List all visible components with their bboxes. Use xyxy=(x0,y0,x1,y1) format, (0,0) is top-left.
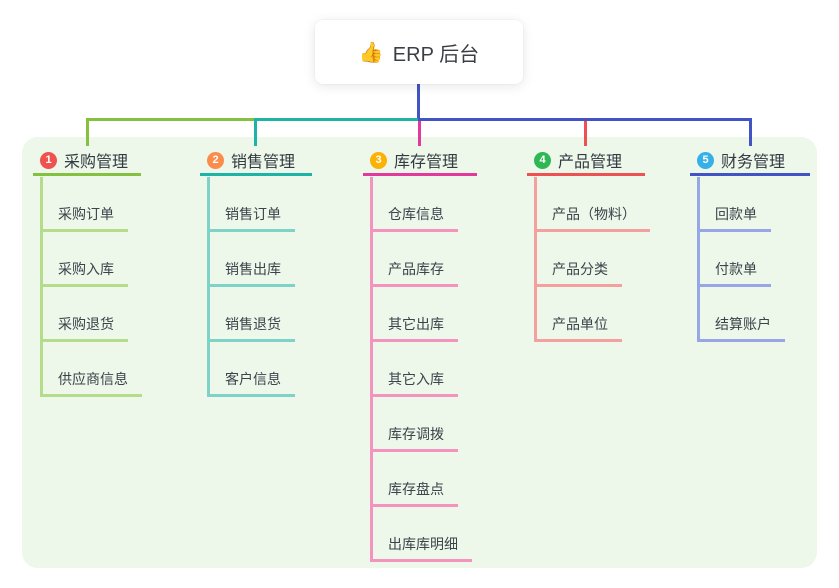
branch-label: 库存管理 xyxy=(394,154,459,171)
spine-sales xyxy=(207,177,210,397)
branch-badge: 4 xyxy=(534,151,551,169)
branch-badge: 1 xyxy=(40,151,57,169)
child-node[interactable]: 客户信息 xyxy=(207,368,295,397)
branch-label: 销售管理 xyxy=(231,154,296,171)
branch-badge: 3 xyxy=(370,151,387,169)
child-node[interactable]: 库存调拨 xyxy=(370,423,458,452)
drop-line-inventory xyxy=(418,121,421,146)
child-node[interactable]: 付款单 xyxy=(697,258,771,287)
branch-badge: 5 xyxy=(697,151,714,169)
child-node[interactable]: 出库库明细 xyxy=(370,533,472,562)
branch-label: 财务管理 xyxy=(721,154,786,171)
child-node[interactable]: 采购入库 xyxy=(40,258,128,287)
branch-header-finance[interactable]: 5 财务管理 xyxy=(690,147,810,176)
spine-purchase xyxy=(40,177,43,397)
drop-line-sales xyxy=(254,118,257,146)
child-node[interactable]: 产品库存 xyxy=(370,258,458,287)
branch-badge: 2 xyxy=(207,151,224,169)
root-node[interactable]: 👍 ERP 后台 xyxy=(315,20,523,84)
root-connector xyxy=(417,84,420,118)
child-node[interactable]: 仓库信息 xyxy=(370,203,458,232)
child-node[interactable]: 库存盘点 xyxy=(370,478,458,507)
branch-header-purchase[interactable]: 1 采购管理 xyxy=(33,147,141,176)
bus-segment-indigo xyxy=(418,118,752,121)
branch-header-sales[interactable]: 2 销售管理 xyxy=(200,147,312,176)
branch-label: 采购管理 xyxy=(64,154,129,171)
child-node[interactable]: 产品分类 xyxy=(534,258,622,287)
child-node[interactable]: 其它出库 xyxy=(370,313,458,342)
bus-segment-green xyxy=(86,118,254,121)
drop-line-purchase xyxy=(86,118,89,146)
drop-line-product xyxy=(584,121,587,146)
child-node[interactable]: 销售出库 xyxy=(207,258,295,287)
branch-label: 产品管理 xyxy=(558,154,623,171)
child-node[interactable]: 销售退货 xyxy=(207,313,295,342)
thumbs-up-icon: 👍 xyxy=(358,41,384,64)
child-node[interactable]: 采购退货 xyxy=(40,313,128,342)
bus-segment-teal xyxy=(254,118,418,121)
child-node[interactable]: 销售订单 xyxy=(207,203,295,232)
child-node[interactable]: 产品（物料） xyxy=(534,203,650,232)
spine-product xyxy=(534,177,537,342)
child-node[interactable]: 结算账户 xyxy=(697,313,785,342)
branch-header-product[interactable]: 4 产品管理 xyxy=(527,147,645,176)
drop-line-finance xyxy=(749,118,752,146)
background-panel xyxy=(22,137,817,568)
child-node[interactable]: 产品单位 xyxy=(534,313,622,342)
spine-finance xyxy=(697,177,700,342)
spine-inventory xyxy=(370,177,373,562)
branch-header-inventory[interactable]: 3 库存管理 xyxy=(363,147,477,176)
child-node[interactable]: 采购订单 xyxy=(40,203,128,232)
root-title: ERP 后台 xyxy=(392,43,480,66)
child-node[interactable]: 供应商信息 xyxy=(40,368,142,397)
child-node[interactable]: 其它入库 xyxy=(370,368,458,397)
child-node[interactable]: 回款单 xyxy=(697,203,771,232)
